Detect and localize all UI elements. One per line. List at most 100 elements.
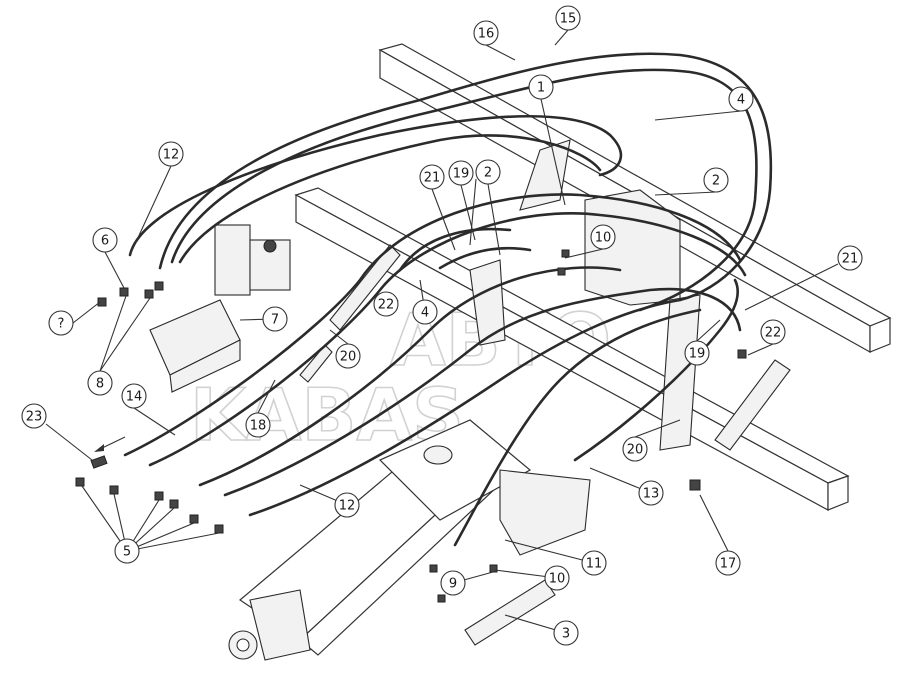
callout-circle [760,319,786,345]
callout-number: 21 [842,252,859,267]
callout-circle [21,403,47,429]
callout-number: 18 [250,419,267,434]
callout-number: 10 [549,572,566,587]
callout-number: 4 [421,306,429,321]
callout-c19a: 19 [448,160,474,186]
callout-number: 2 [484,166,492,181]
callout-c6: 6 [92,227,118,253]
callout-circle [475,159,501,185]
callout-number: 12 [339,499,356,514]
callout-circle [87,370,113,396]
callout-circle [555,5,581,31]
callout-c22b: 22 [760,319,786,345]
callout-c3: 3 [553,620,579,646]
callout-number: 16 [478,27,495,42]
callout-circle [245,412,271,438]
callout-circle [158,141,184,167]
callout-c4b: 4 [412,299,438,325]
callout-number: 12 [163,148,180,163]
callout-number: 23 [26,410,43,425]
callout-circle [638,480,664,506]
callout-c17: 17 [715,550,741,576]
callout-number: 22 [378,298,395,313]
callout-c2b: 2 [703,167,729,193]
callout-c7: 7 [262,306,288,332]
callout-circle [837,245,863,271]
callout-c13: 13 [638,480,664,506]
callout-number: 19 [689,347,706,362]
callout-number: 21 [424,171,441,186]
callout-circle [419,164,445,190]
callout-circle [728,86,754,112]
callout-c12a: 12 [158,141,184,167]
callout-number: 8 [96,377,104,392]
callout-circle [373,291,399,317]
middle-cross-beam [294,187,850,512]
callout-c5: 5 [114,538,140,564]
callout-circle [715,550,741,576]
callout-c11: 11 [581,550,607,576]
callout-number: 15 [560,12,577,27]
callout-circle [473,20,499,46]
callout-number: 9 [449,577,457,592]
callout-number: 22 [765,326,782,341]
callout-number: 10 [595,231,612,246]
callout-c10b: 10 [544,565,570,591]
callout-number: 3 [562,627,570,642]
callout-number: 20 [627,443,644,458]
callout-number: 2 [712,174,720,189]
callout-c19b: 19 [684,340,710,366]
callout-number: 7 [271,313,279,328]
callout-c21b: 21 [837,245,863,271]
callout-circle [114,538,140,564]
callout-c4a: 4 [728,86,754,112]
callout-number: ? [58,317,65,332]
callout-circle [553,620,579,646]
callout-number: 11 [586,557,603,572]
callout-c2a: 2 [475,159,501,185]
callout-circle [684,340,710,366]
callout-circle [703,167,729,193]
callout-labels: 1223445678910101112121314151617181919202… [21,5,863,646]
callout-c18: 18 [245,412,271,438]
callout-c23: 23 [21,403,47,429]
callout-circle [622,436,648,462]
callout-circle [448,160,474,186]
callout-circle [121,383,147,409]
callout-number: 13 [643,487,660,502]
callout-c22a: 22 [373,291,399,317]
callout-c8: 8 [87,370,113,396]
callout-circle [590,224,616,250]
callout-number: 4 [737,93,745,108]
callout-number: 17 [720,557,737,572]
callout-c15: 15 [555,5,581,31]
fittings [75,249,747,603]
callout-c12b: 12 [334,492,360,518]
callout-c14: 14 [121,383,147,409]
direction-arrow [94,436,126,452]
callout-c1: 1 [528,74,554,100]
callout-circle [412,299,438,325]
callout-circle [262,306,288,332]
callout-circle [528,74,554,100]
callout-circle [581,550,607,576]
callout-circle [92,227,118,253]
callout-c10a: 10 [590,224,616,250]
drawbar-frame [228,419,591,661]
callout-circle [544,565,570,591]
callout-number: 1 [537,81,545,96]
callout-number: 14 [126,390,143,405]
callout-circle [334,492,360,518]
callout-c20b: 20 [622,436,648,462]
hydraulic-hoses [123,52,773,547]
callout-number: 5 [123,545,131,560]
callout-circle [440,570,466,596]
hydraulic-valve-block [149,224,291,393]
hydraulic-cylinders [299,244,791,646]
callout-c21a: 21 [419,164,445,190]
callout-number: 19 [453,167,470,182]
callout-number: 20 [340,350,357,365]
callout-number: 6 [101,234,109,249]
callout-circle [48,310,74,336]
